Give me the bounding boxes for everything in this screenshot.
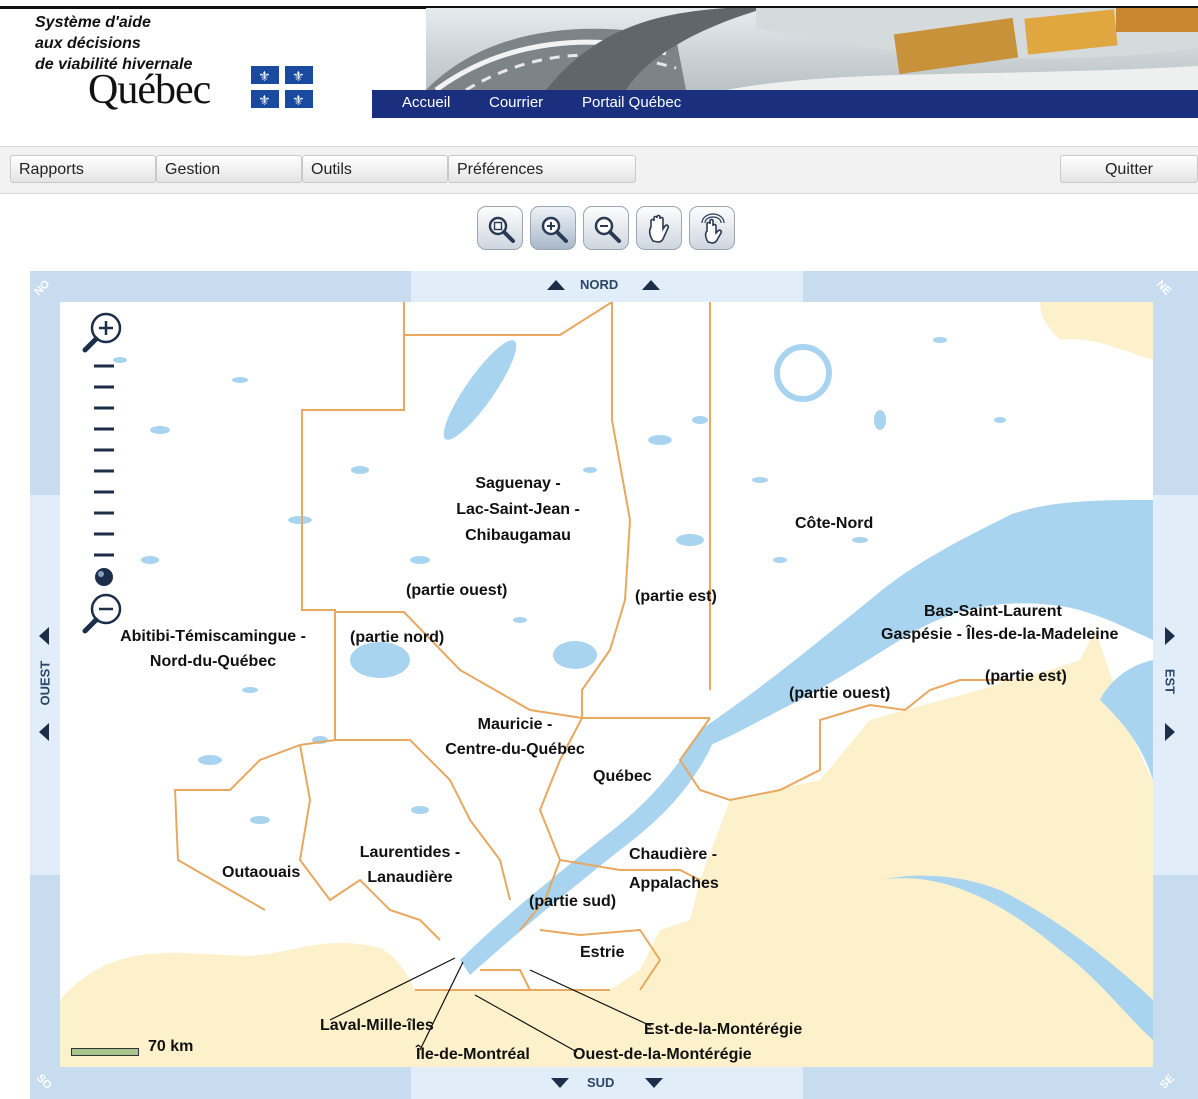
zoom-in-button[interactable] bbox=[530, 206, 576, 250]
zoom-slider-ticks[interactable] bbox=[94, 364, 114, 557]
menu-outils[interactable]: Outils bbox=[302, 155, 448, 183]
pan-west-arrow-bottom[interactable] bbox=[39, 723, 49, 741]
callout-leaders bbox=[329, 957, 652, 1053]
west-edge-highlight bbox=[30, 495, 60, 875]
header-rule bbox=[0, 6, 1198, 9]
system-title-line: aux décisions bbox=[35, 35, 141, 52]
top-nav: Accueil Courrier Portail Québec bbox=[372, 90, 1198, 118]
gulf-water bbox=[700, 500, 1153, 745]
gulf-east-water bbox=[1100, 660, 1153, 780]
zoom-extent-button[interactable] bbox=[477, 206, 523, 250]
scattered-lakes bbox=[92, 337, 1006, 824]
zoom-slider-plus-icon[interactable] bbox=[82, 312, 122, 353]
mistassini-lake bbox=[443, 340, 517, 440]
zoom-out-button[interactable] bbox=[583, 206, 629, 250]
pan-button[interactable] bbox=[636, 206, 682, 250]
svg-text:⚜: ⚜ bbox=[292, 69, 305, 85]
quit-button[interactable]: Quitter bbox=[1060, 155, 1198, 183]
zoom-slider-knob-highlight bbox=[98, 571, 104, 577]
menu-rapports[interactable]: Rapports bbox=[10, 155, 156, 183]
st-lawrence-river bbox=[460, 730, 712, 975]
svg-text:⚜: ⚜ bbox=[258, 69, 271, 85]
menu-gestion[interactable]: Gestion bbox=[156, 155, 302, 183]
pan-south-arrow-right[interactable] bbox=[645, 1078, 663, 1088]
zoom-slider[interactable] bbox=[80, 312, 128, 638]
land-labrador-patch bbox=[1040, 302, 1153, 360]
pan-north-arrow-right[interactable] bbox=[642, 280, 660, 290]
pan-east-arrow-bottom[interactable] bbox=[1165, 723, 1175, 741]
zoom-out-icon bbox=[594, 216, 621, 243]
south-label[interactable]: SUD bbox=[587, 1075, 615, 1090]
reservoir-lake bbox=[350, 642, 410, 678]
scale-bar bbox=[71, 1048, 139, 1056]
identify-hand-icon bbox=[701, 213, 725, 244]
pan-west-arrow-top[interactable] bbox=[39, 627, 49, 645]
pan-hand-icon bbox=[648, 214, 670, 243]
north-label[interactable]: NORD bbox=[580, 277, 619, 292]
nav-courrier-link[interactable]: Courrier bbox=[489, 94, 544, 111]
zoom-slider-knob[interactable] bbox=[95, 568, 113, 586]
lac-saint-jean bbox=[553, 641, 597, 669]
quebec-flag-icon: ⚜ ⚜ ⚜ ⚜ bbox=[251, 66, 313, 108]
system-title-line: de viabilité hivernale bbox=[35, 56, 193, 73]
scale-label: 70 km bbox=[148, 1038, 194, 1055]
system-title: Système d'aide aux décisions de viabilit… bbox=[35, 12, 192, 75]
menu-bar: Rapports Gestion Outils Préférences Quit… bbox=[0, 146, 1198, 194]
map-canvas[interactable] bbox=[60, 302, 1153, 1067]
zoom-slider-minus-icon[interactable] bbox=[82, 593, 122, 634]
pan-north-arrow-left[interactable] bbox=[547, 280, 565, 290]
system-title-line: Système d'aide bbox=[35, 14, 151, 31]
land-outside-region bbox=[60, 630, 1153, 1067]
region-borders bbox=[173, 302, 1010, 991]
pan-east-arrow-top[interactable] bbox=[1165, 627, 1175, 645]
nav-accueil-link[interactable]: Accueil bbox=[402, 94, 451, 111]
quebec-wordmark: Québec bbox=[88, 67, 211, 113]
south-edge-highlight bbox=[411, 1067, 803, 1099]
west-label[interactable]: OUEST bbox=[37, 660, 53, 706]
svg-text:⚜: ⚜ bbox=[258, 93, 271, 108]
menu-preferences[interactable]: Préférences bbox=[448, 155, 636, 183]
pan-south-arrow-left[interactable] bbox=[551, 1078, 569, 1088]
east-edge-highlight bbox=[1153, 495, 1198, 875]
manicouagan-reservoir bbox=[774, 344, 832, 402]
map-geography bbox=[60, 302, 1153, 1067]
nav-portail-link[interactable]: Portail Québec bbox=[582, 94, 682, 111]
east-label[interactable]: EST bbox=[1162, 668, 1178, 695]
north-edge-highlight bbox=[411, 271, 803, 302]
zoom-extent-icon bbox=[488, 216, 515, 243]
zoom-in-icon bbox=[541, 216, 568, 243]
header-banner-image bbox=[426, 8, 1198, 90]
bay-water bbox=[880, 875, 1153, 1040]
identify-button[interactable] bbox=[689, 206, 735, 250]
svg-text:⚜: ⚜ bbox=[292, 93, 305, 108]
